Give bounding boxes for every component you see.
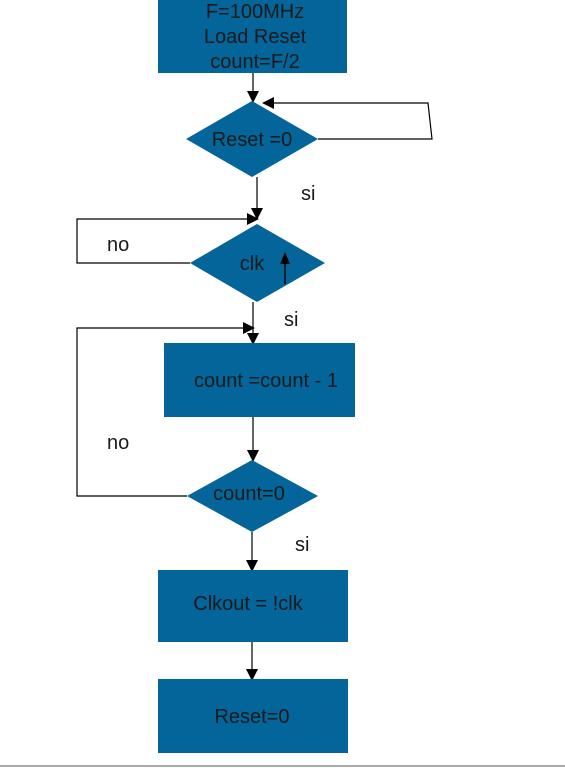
decrement-label: count =count - 1 [194, 370, 338, 392]
up-arrow-icon [280, 252, 290, 284]
count-loop-line [76, 322, 255, 497]
reset-yes-label: si [301, 183, 315, 205]
init-line-3: count=F/2 [210, 51, 300, 73]
clk-loop-line [76, 213, 259, 264]
reset-check-label: Reset =0 [212, 129, 293, 151]
reset-set-label: Reset=0 [214, 706, 289, 728]
clk-no-label: no [107, 234, 129, 256]
clk-yes-label: si [284, 309, 298, 331]
init-line-2: Load Reset [204, 26, 307, 48]
decrement-box: count =count - 1 [164, 343, 355, 417]
count-yes-label: si [295, 534, 309, 556]
clkout-label: Clkout = !clk [193, 593, 303, 615]
count-no-label: no [107, 432, 129, 454]
reset-loop-line [262, 97, 433, 140]
reset-set-box: Reset=0 [158, 679, 348, 753]
count-check-diamond: count=0 [187, 460, 318, 532]
count-check-label: count=0 [213, 483, 285, 505]
reset-check-diamond: Reset =0 [186, 101, 318, 177]
init-line-1: F=100MHz [206, 1, 304, 23]
clkout-box: Clkout = !clk [158, 570, 348, 642]
init-box: F=100MHz Load Reset count=F/2 [158, 0, 347, 73]
clk-check-label: clk [240, 253, 265, 275]
clk-check-diamond: clk [190, 224, 325, 302]
